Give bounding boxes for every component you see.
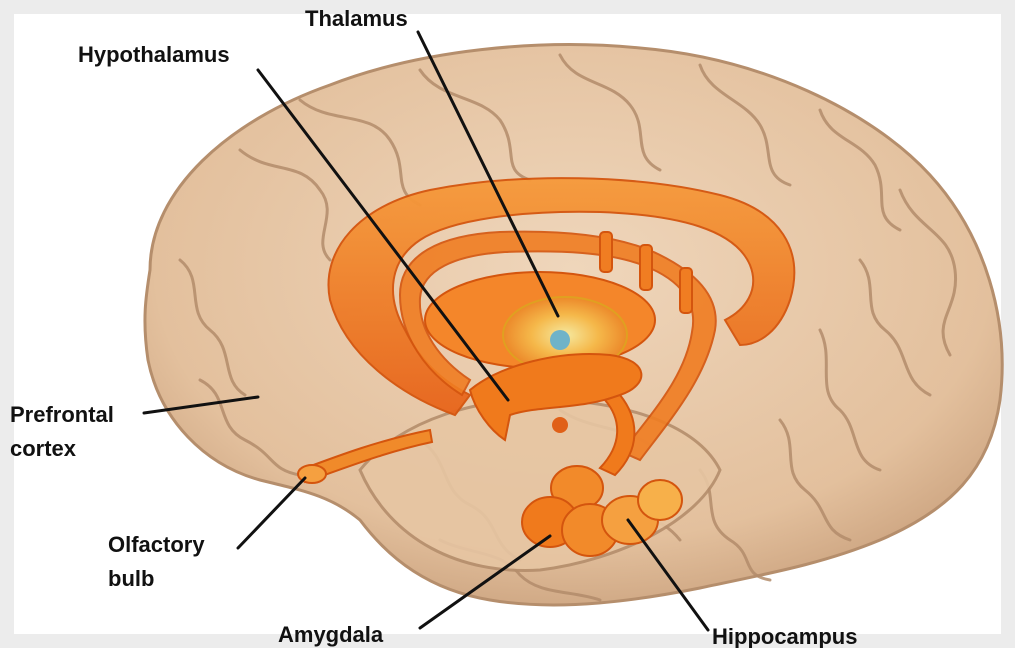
label-prefrontal-line2: cortex [10, 436, 77, 461]
label-olfactory-line1: Olfactory [108, 532, 205, 557]
label-amygdala: Amygdala [278, 622, 384, 647]
label-hippocampus: Hippocampus [712, 624, 857, 648]
label-olfactory-line2: bulb [108, 566, 154, 591]
thalamus-dot [550, 330, 570, 350]
label-thalamus: Thalamus [305, 6, 408, 31]
label-hypothalamus: Hypothalamus [78, 42, 230, 67]
label-prefrontal-line1: Prefrontal [10, 402, 114, 427]
